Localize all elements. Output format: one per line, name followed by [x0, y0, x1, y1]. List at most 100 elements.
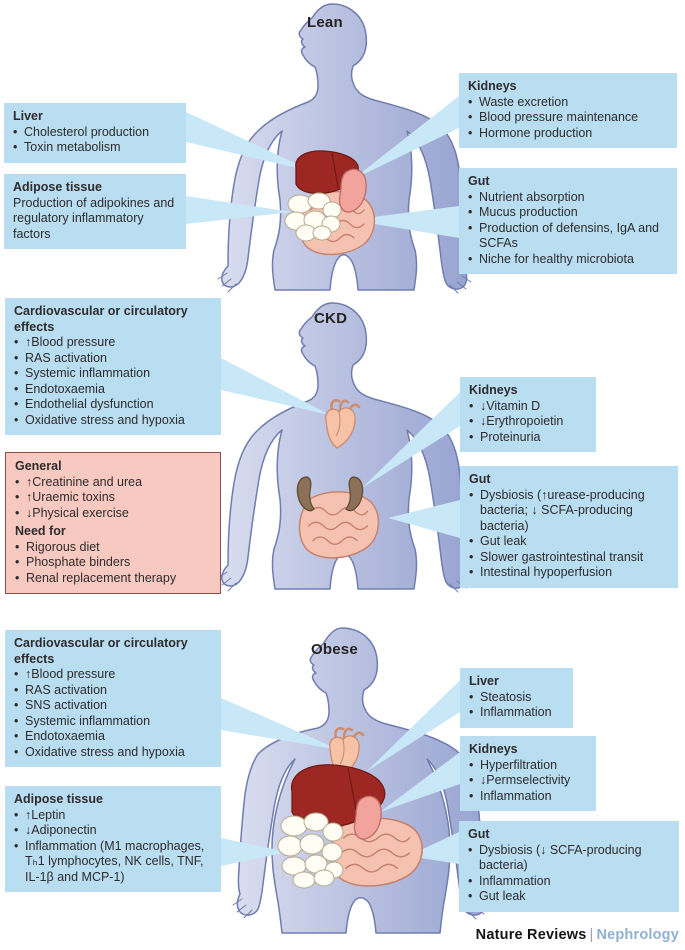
bullet: •: [14, 682, 19, 697]
bullet: •: [468, 220, 473, 235]
obese-gut-callout: Gut •Dysbiosis (↓ SCFA-producing bacteri…: [459, 821, 679, 912]
callout-item: •Systemic inflammation: [14, 366, 151, 380]
bullet: •: [13, 124, 18, 139]
bullet: •: [469, 705, 474, 719]
bullet: •: [15, 490, 20, 504]
callout-item: •Inflammation (M1 macrophages, Tₕ1 lymph…: [14, 838, 205, 884]
bullet: •: [469, 565, 474, 579]
bullet: •: [15, 555, 20, 569]
callout-item: •Gut leak: [468, 889, 526, 903]
bullet: •: [14, 713, 19, 728]
lean-kidneys-callout: Kidneys •Waste excretion •Blood pressure…: [459, 73, 677, 148]
callout-item: •↑Creatinine and urea: [15, 474, 143, 489]
callout-item: •Proteinuria: [469, 429, 541, 444]
callout-item: •↓Physical exercise: [15, 505, 129, 520]
bullet: •: [14, 698, 19, 712]
bullet: •: [468, 94, 473, 109]
callout-item: •Hyperfiltration: [469, 757, 558, 772]
callout-title: Adipose tissue: [13, 180, 102, 194]
obese-organs: [277, 727, 423, 889]
bullet: •: [468, 205, 473, 219]
intestines-illustration: [298, 491, 380, 559]
callout-title: Kidneys: [468, 79, 517, 93]
bullet: •: [469, 773, 474, 787]
lean-organs: [284, 150, 376, 256]
callout-text: Production of adipokines and regulatory …: [13, 195, 175, 241]
callout-item: •Endotoxaemia: [14, 729, 105, 743]
callout-item: •Slower gastrointestinal transit: [469, 549, 644, 564]
bullet: •: [14, 366, 19, 380]
callout-item: •Oxidative stress and hypoxia: [14, 744, 185, 759]
bullet: •: [14, 838, 19, 853]
callout-item: •Oxidative stress and hypoxia: [14, 412, 185, 427]
bullet: •: [468, 873, 473, 888]
bullet: •: [15, 474, 20, 489]
bullet: •: [14, 381, 19, 396]
bullet: •: [14, 667, 19, 681]
bullet: •: [469, 757, 474, 772]
bullet: •: [469, 487, 474, 502]
bullet: •: [469, 534, 474, 548]
callout-item: •RAS activation: [14, 350, 107, 365]
callout-item: •Gut leak: [469, 534, 527, 548]
callout-title: Kidneys: [469, 742, 518, 756]
callout-beam: [221, 698, 340, 750]
callout-item: •RAS activation: [14, 682, 107, 697]
bullet: •: [14, 729, 19, 743]
callout-item: •↓Adiponectin: [14, 823, 97, 837]
callout-item: •Cholesterol production: [13, 124, 150, 139]
journal-brand: Nature Reviews: [475, 927, 587, 943]
callout-item: •↓Vitamin D: [469, 398, 541, 413]
callout-beam: [186, 112, 314, 172]
callout-item: •Niche for healthy microbiota: [468, 251, 634, 266]
callout-item: •Inflammation: [469, 705, 552, 719]
bullet: •: [14, 412, 19, 427]
obese-figure-label: Obese: [311, 641, 358, 658]
bullet: •: [469, 788, 474, 803]
bullet: •: [14, 823, 19, 837]
callout-item: •Dysbiosis (↑urease-producing bacteria; …: [469, 487, 645, 533]
callout-item: •↑Blood pressure: [14, 335, 116, 349]
callout-title: Adipose tissue: [14, 792, 103, 806]
callout-item: •Inflammation: [468, 873, 551, 888]
callout-item: •Mucus production: [468, 205, 578, 219]
bullet: •: [14, 807, 19, 822]
journal-name: Nephrology: [596, 927, 679, 943]
callout-item: •Hormone production: [468, 125, 593, 140]
bullet: •: [15, 505, 20, 520]
bullet: •: [15, 539, 20, 554]
adipose-illustration: [277, 812, 344, 889]
callout-item: •Systemic inflammation: [14, 713, 151, 728]
bullet: •: [468, 251, 473, 266]
callout-item: •Steatosis: [469, 689, 532, 704]
callout-beam: [221, 838, 288, 866]
callout-beam: [362, 392, 460, 488]
callout-item: •↓Permselectivity: [469, 773, 571, 787]
lean-figure-label: Lean: [307, 14, 343, 31]
callout-item: •Phosphate binders: [15, 555, 131, 569]
callout-item: •Production of defensins, IgA and SCFAs: [468, 220, 659, 251]
callout-beam: [388, 500, 460, 538]
callout-item: •Blood pressure maintenance: [468, 110, 639, 124]
callout-item: •Endotoxaemia: [14, 381, 105, 396]
bullet: •: [469, 689, 474, 704]
callout-beam: [350, 206, 459, 238]
bullet: •: [469, 414, 474, 428]
obese-kidneys-callout: Kidneys •Hyperfiltration •↓Permselectivi…: [460, 736, 596, 811]
callout-title: Gut: [468, 827, 490, 841]
callout-item: •Inflammation: [469, 788, 552, 803]
obese-fingers: [232, 898, 490, 920]
callout-beam: [352, 96, 459, 180]
ckd-general-callout: General •↑Creatinine and urea •↑Uraemic …: [5, 452, 221, 594]
ckd-cardiovascular-callout: Cardiovascular or circulatory effects •↑…: [5, 298, 221, 435]
bullet: •: [15, 570, 20, 585]
callout-item: •Endothelial dysfunction: [14, 397, 154, 411]
ckd-kidneys-callout: Kidneys •↓Vitamin D •↓Erythropoietin •Pr…: [460, 377, 596, 452]
callout-beam: [186, 196, 292, 224]
journal-footer: Nature Reviews|Nephrology: [476, 927, 679, 943]
callout-item: •Dysbiosis (↓ SCFA-producing bacteria): [468, 842, 642, 873]
callout-title: Kidneys: [469, 383, 518, 397]
lean-adipose-callout: Adipose tissue Production of adipokines …: [4, 174, 186, 249]
